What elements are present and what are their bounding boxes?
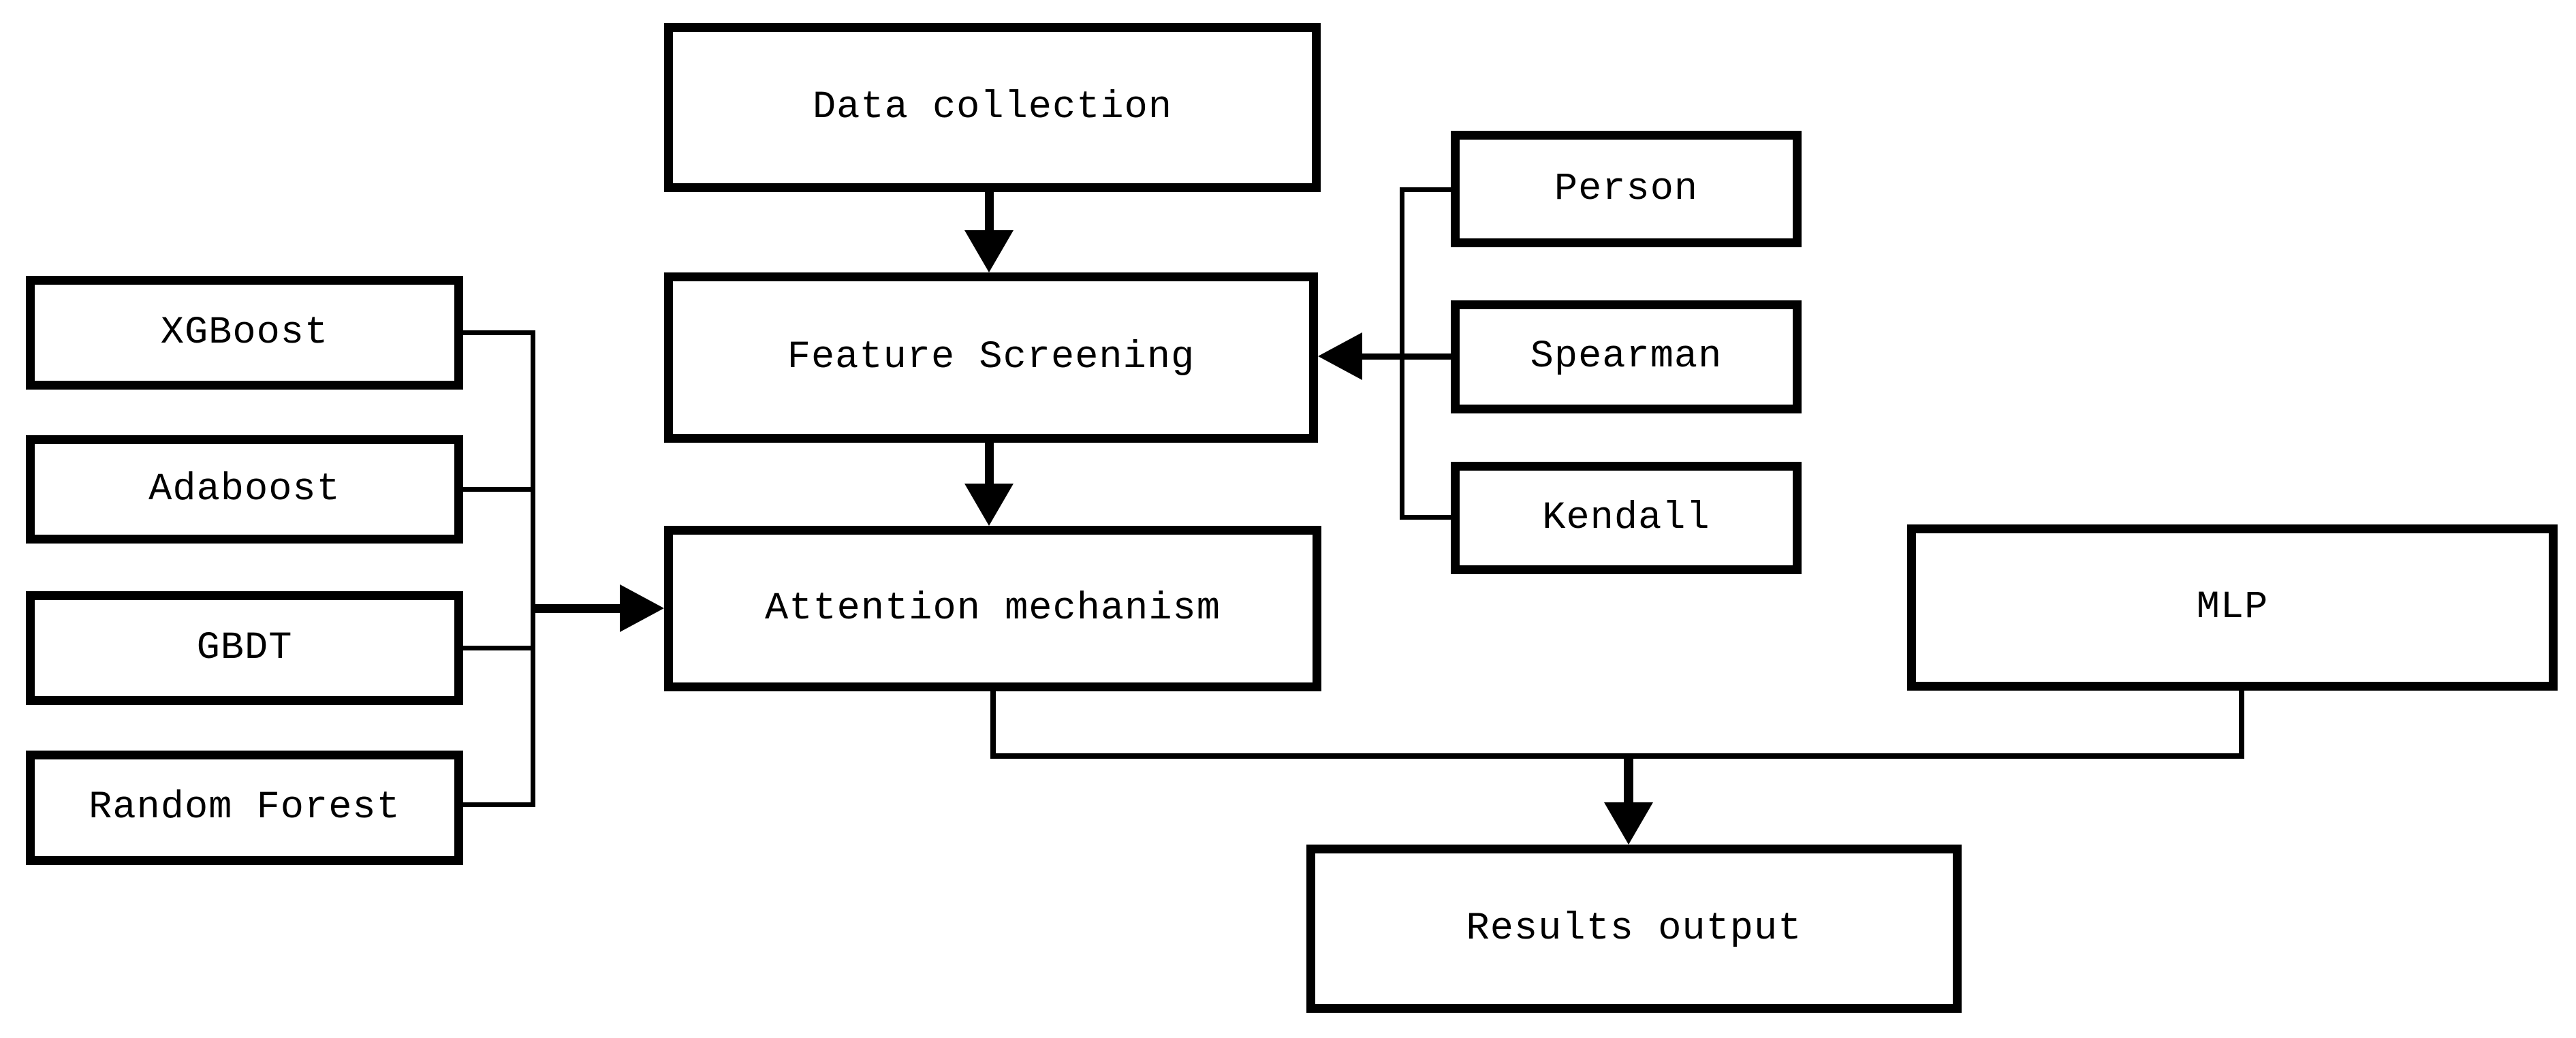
node-data-collection-label: Data collection [812,86,1173,129]
node-person-label: Person [1554,167,1699,211]
connector-attention-drop-vertical [990,691,996,759]
node-random-forest-label: Random Forest [89,786,400,830]
node-xgboost-label: XGBoost [160,311,329,355]
node-random-forest: Random Forest [26,751,463,865]
connector-stub-person [1402,187,1451,192]
connector-mlp-drop-vertical [2239,691,2244,759]
connector-screening-to-attention-shaft [985,443,994,485]
node-results-output-label: Results output [1466,907,1802,951]
node-feature-screening-label: Feature Screening [787,336,1195,379]
node-feature-screening: Feature Screening [664,272,1318,443]
node-results-output: Results output [1306,845,1962,1013]
connector-stub-kendall [1402,515,1451,520]
node-gbdt: GBDT [26,591,463,705]
node-data-collection: Data collection [664,23,1321,192]
node-spearman-label: Spearman [1530,335,1723,379]
arrowhead-right-into-attention [620,584,664,632]
arrowhead-down-into-feature-screening [964,230,1014,272]
connector-data-to-screening-shaft [985,192,994,232]
node-adaboost: Adaboost [26,435,463,544]
arrowhead-down-into-results [1604,802,1653,845]
node-attention-mechanism: Attention mechanism [664,526,1321,691]
node-adaboost-label: Adaboost [148,467,341,512]
arrowhead-left-into-feature-screening [1318,332,1362,380]
node-kendall-label: Kendall [1542,496,1710,540]
connector-left-bracket-vertical [531,330,535,807]
connector-models-to-attention-shaft [533,604,622,613]
connector-stub-gbdt [463,646,533,650]
connector-stub-random-forest [463,802,535,807]
connector-merge-horizontal [990,753,2244,759]
connector-stub-adaboost [463,487,533,492]
node-mlp-label: MLP [2196,586,2269,629]
node-kendall: Kendall [1451,462,1802,574]
node-person: Person [1451,131,1802,247]
node-gbdt-label: GBDT [196,626,293,670]
connector-merge-to-results-shaft [1624,756,1633,804]
connector-stub-xgboost [463,330,533,335]
node-attention-mechanism-label: Attention mechanism [765,586,1221,631]
arrowhead-down-into-attention [964,484,1014,526]
connector-correlations-to-screening-shaft [1359,353,1451,360]
node-mlp: MLP [1907,524,2558,691]
node-xgboost: XGBoost [26,276,463,390]
node-spearman: Spearman [1451,300,1802,413]
